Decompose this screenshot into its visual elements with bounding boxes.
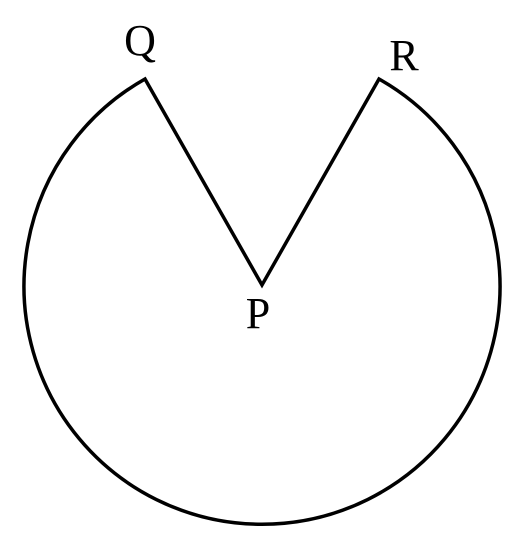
label-r: R — [389, 31, 419, 80]
label-q: Q — [124, 16, 156, 65]
major-sector-outline — [22, 76, 502, 527]
label-p: P — [246, 289, 270, 338]
